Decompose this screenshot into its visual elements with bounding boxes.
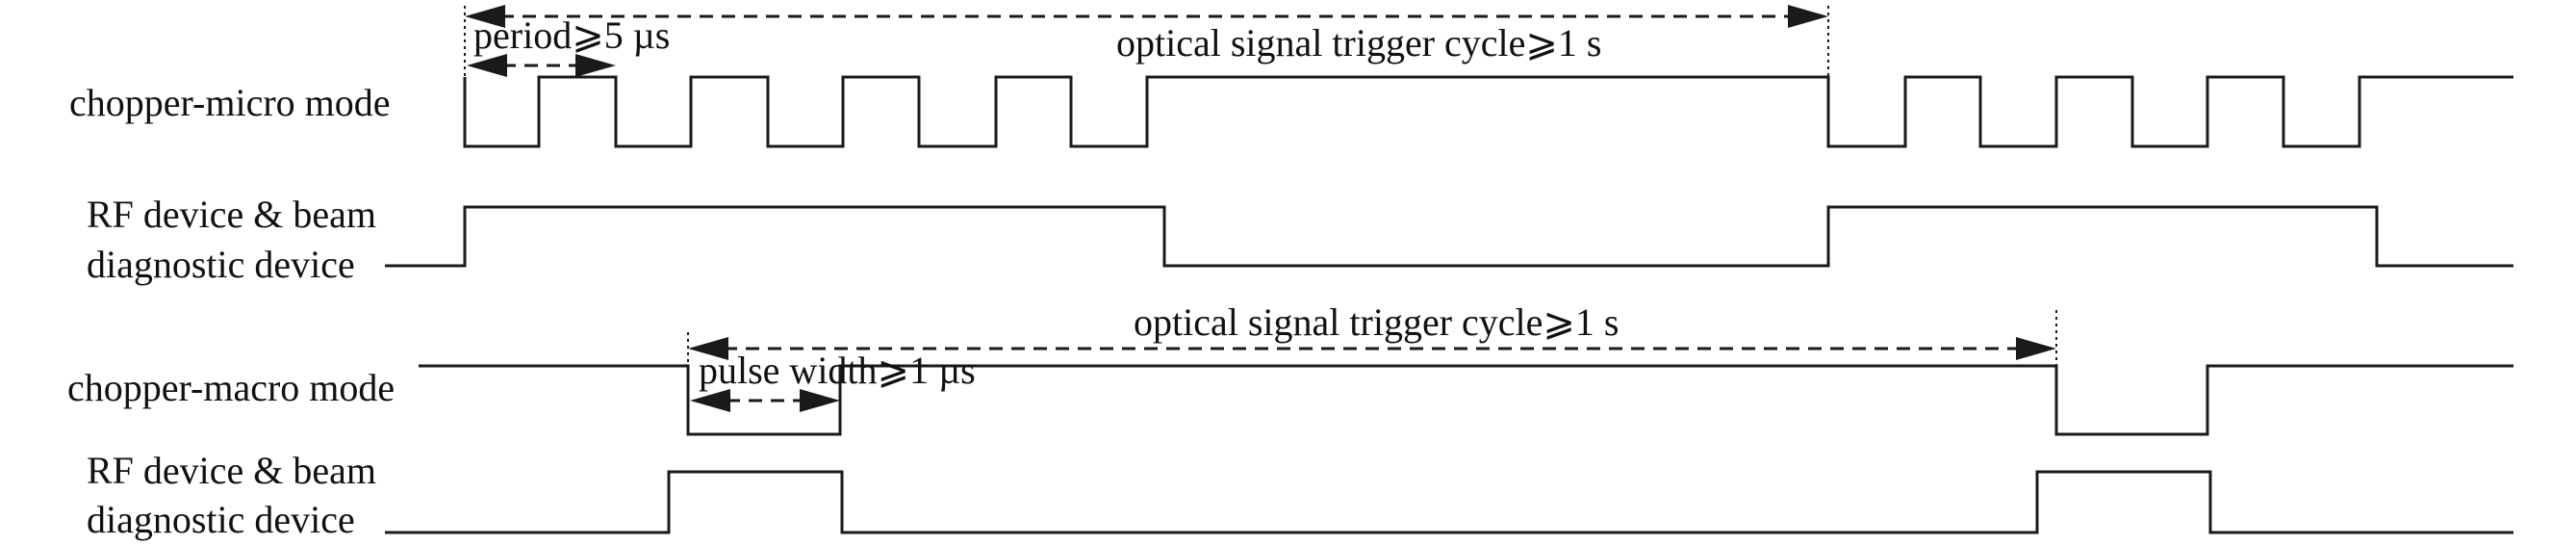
waveform-rf-device-1	[385, 205, 2513, 268]
arrowhead-pulse-width-right	[800, 389, 840, 412]
label-chopper-macro: chopper-macro mode	[67, 366, 395, 409]
arrowhead-micro-cycle-right	[1788, 5, 1828, 28]
arrowhead-macro-cycle-right	[2016, 337, 2056, 360]
arrowhead-micro-cycle-left	[465, 5, 505, 28]
arrowhead-pulse-width-left	[690, 389, 730, 412]
waveform-rf-device-2	[385, 470, 2513, 534]
annotation-macro-trigger-cycle: optical signal trigger cycle⩾1 s	[1134, 300, 1619, 344]
label-rf-device-1-line2: diagnostic device	[87, 243, 355, 286]
waveform-chopper-macro	[419, 364, 2513, 436]
arrowhead-period-left	[467, 54, 507, 77]
label-chopper-micro: chopper-micro mode	[69, 81, 391, 124]
annotation-period: period⩾5 µs	[473, 13, 670, 57]
arrowhead-period-right	[575, 54, 616, 77]
annotation-micro-trigger-cycle: optical signal trigger cycle⩾1 s	[1116, 21, 1601, 65]
waveform-chopper-micro	[463, 75, 2513, 148]
label-rf-device-1-line1: RF device & beam	[87, 193, 376, 236]
arrowhead-macro-cycle-left	[688, 337, 728, 360]
label-rf-device-2-line1: RF device & beam	[87, 449, 376, 492]
annotation-pulse-width: pulse width⩾1 µs	[699, 349, 976, 392]
label-rf-device-2-line2: diagnostic device	[87, 498, 355, 541]
